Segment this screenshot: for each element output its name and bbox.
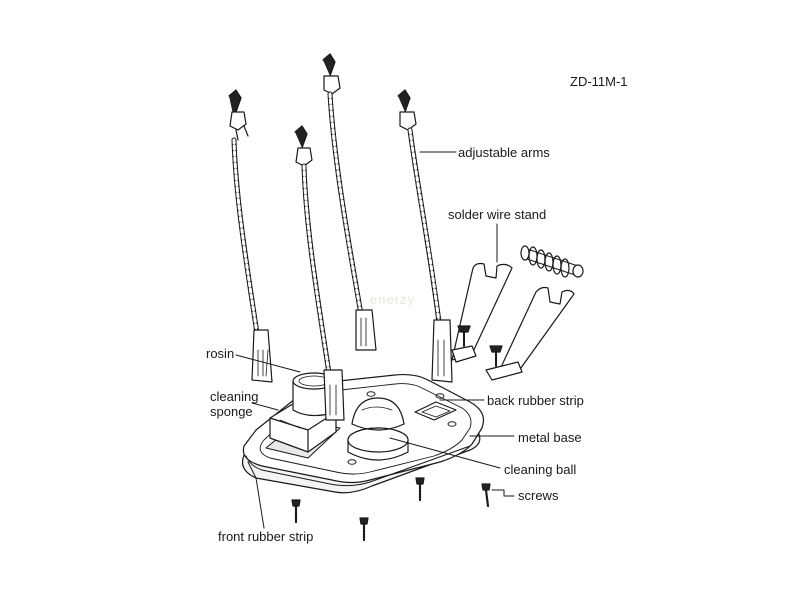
label-screws: screws — [518, 488, 559, 503]
adjustable-arm-1 — [228, 89, 273, 383]
screw-4 — [481, 483, 491, 508]
model-code: ZD-11M-1 — [570, 74, 628, 89]
base-insert — [414, 401, 457, 421]
cleaning-ball-cup — [347, 397, 409, 461]
label-adjustable-arms: adjustable arms — [458, 145, 550, 160]
label-cleaning-sponge-line1: cleaning — [210, 389, 259, 404]
screw-1 — [291, 499, 301, 524]
label-rosin: rosin — [206, 346, 235, 361]
leader-lines — [235, 151, 515, 529]
adjustable-arm-3 — [322, 53, 377, 351]
label-front-rubber-strip: front rubber strip — [218, 529, 314, 544]
solder-wire-stand — [451, 245, 584, 381]
watermark: enerzy — [370, 292, 416, 307]
solder-spool-spring — [520, 245, 584, 278]
label-solder-wire-stand: solder wire stand — [448, 207, 547, 222]
label-metal-base: metal base — [518, 430, 582, 445]
label-back-rubber-strip: back rubber strip — [487, 393, 584, 408]
label-cleaning-sponge-line2: sponge — [210, 404, 253, 419]
adjustable-arm-4 — [397, 89, 453, 383]
screw-3 — [415, 477, 425, 502]
adjustable-arm-2 — [294, 125, 345, 421]
label-cleaning-ball: cleaning ball — [504, 462, 577, 477]
screw-2 — [359, 517, 369, 542]
